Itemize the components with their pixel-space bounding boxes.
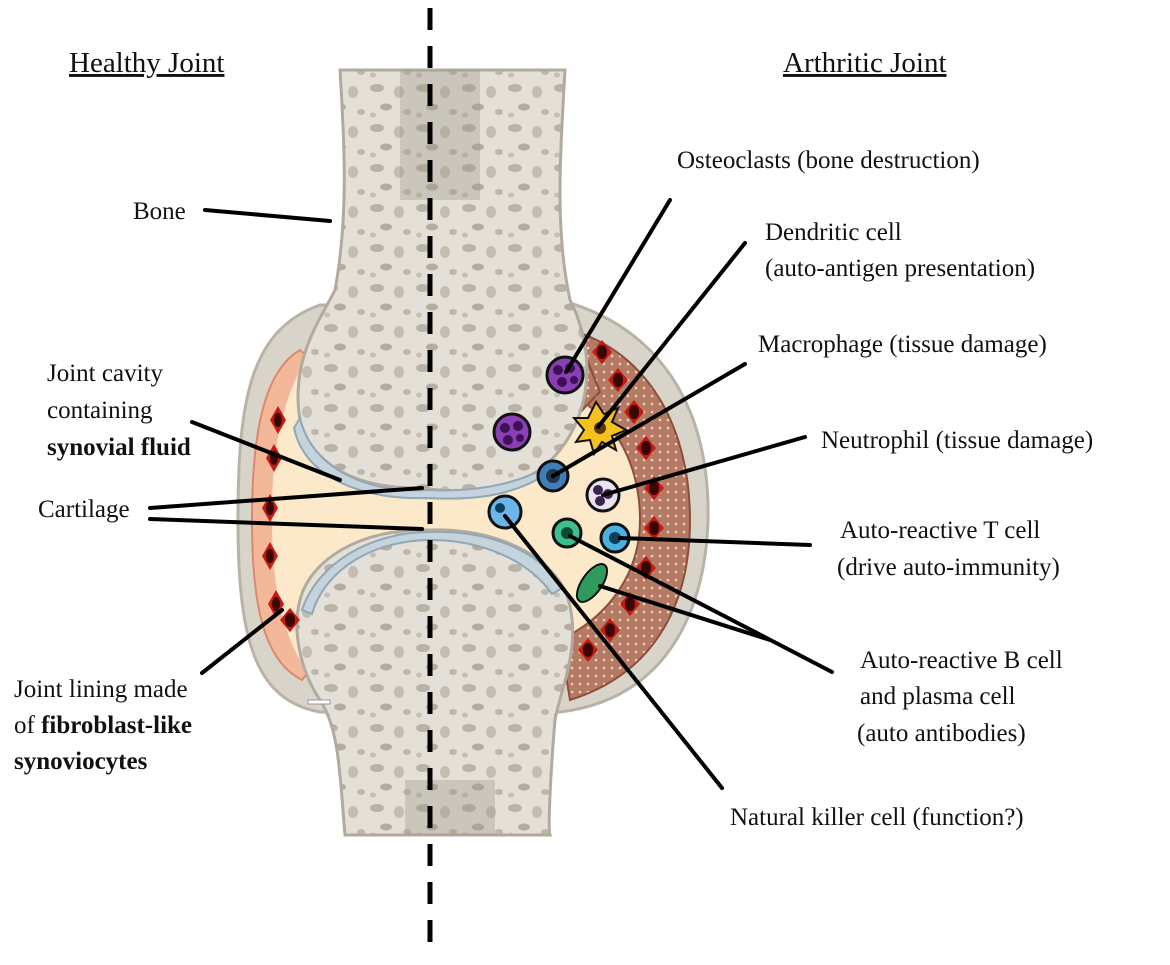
joint-cavity-label-line3: synovial fluid <box>47 434 191 461</box>
neutrophil-label: Neutrophil (tissue damage) <box>821 427 1093 454</box>
t-cell-label-line2: (drive auto-immunity) <box>837 554 1060 581</box>
macrophage-label: Macrophage (tissue damage) <box>758 331 1047 358</box>
joint-lining-label-fibroblast: fibroblast-like <box>41 712 192 739</box>
joint-lining-label-line1: Joint lining made <box>14 676 188 703</box>
b-cell-label-line1: Auto-reactive B cell <box>860 647 1063 674</box>
nk-cell <box>489 496 521 528</box>
joint-lining-label-line3: synoviocytes <box>14 748 148 775</box>
osteoclast-cell <box>547 357 583 393</box>
b-cell-label-line3: (auto antibodies) <box>857 720 1026 747</box>
joint-lining-label-line2: of fibroblast-like <box>14 712 192 739</box>
osteoclast-cell-2 <box>494 414 530 450</box>
nk-cell-label: Natural killer cell (function?) <box>730 804 1024 831</box>
osteoclasts-label: Osteoclasts (bone destruction) <box>677 147 980 174</box>
dendritic-label-line2: (auto-antigen presentation) <box>765 255 1035 282</box>
b-cell <box>553 519 581 547</box>
lower-bone-marrow-shadow <box>405 780 495 835</box>
healthy-joint-heading: Healthy Joint <box>69 47 224 79</box>
upper-bone-marrow-shadow <box>400 70 480 200</box>
joint-cavity-label-line2: containing <box>47 397 153 424</box>
b-cell-label-line2: and plasma cell <box>860 683 1016 710</box>
dendritic-label-line1: Dendritic cell <box>765 219 902 246</box>
arthritic-joint-heading: Arthritic Joint <box>783 47 947 79</box>
joint-lining-label-of: of <box>14 712 36 739</box>
bone-label: Bone <box>133 198 186 225</box>
cartilage-label: Cartilage <box>38 496 130 523</box>
t-cell-label-line1: Auto-reactive T cell <box>840 517 1040 544</box>
joint-cavity-label-line1: Joint cavity <box>47 360 163 387</box>
